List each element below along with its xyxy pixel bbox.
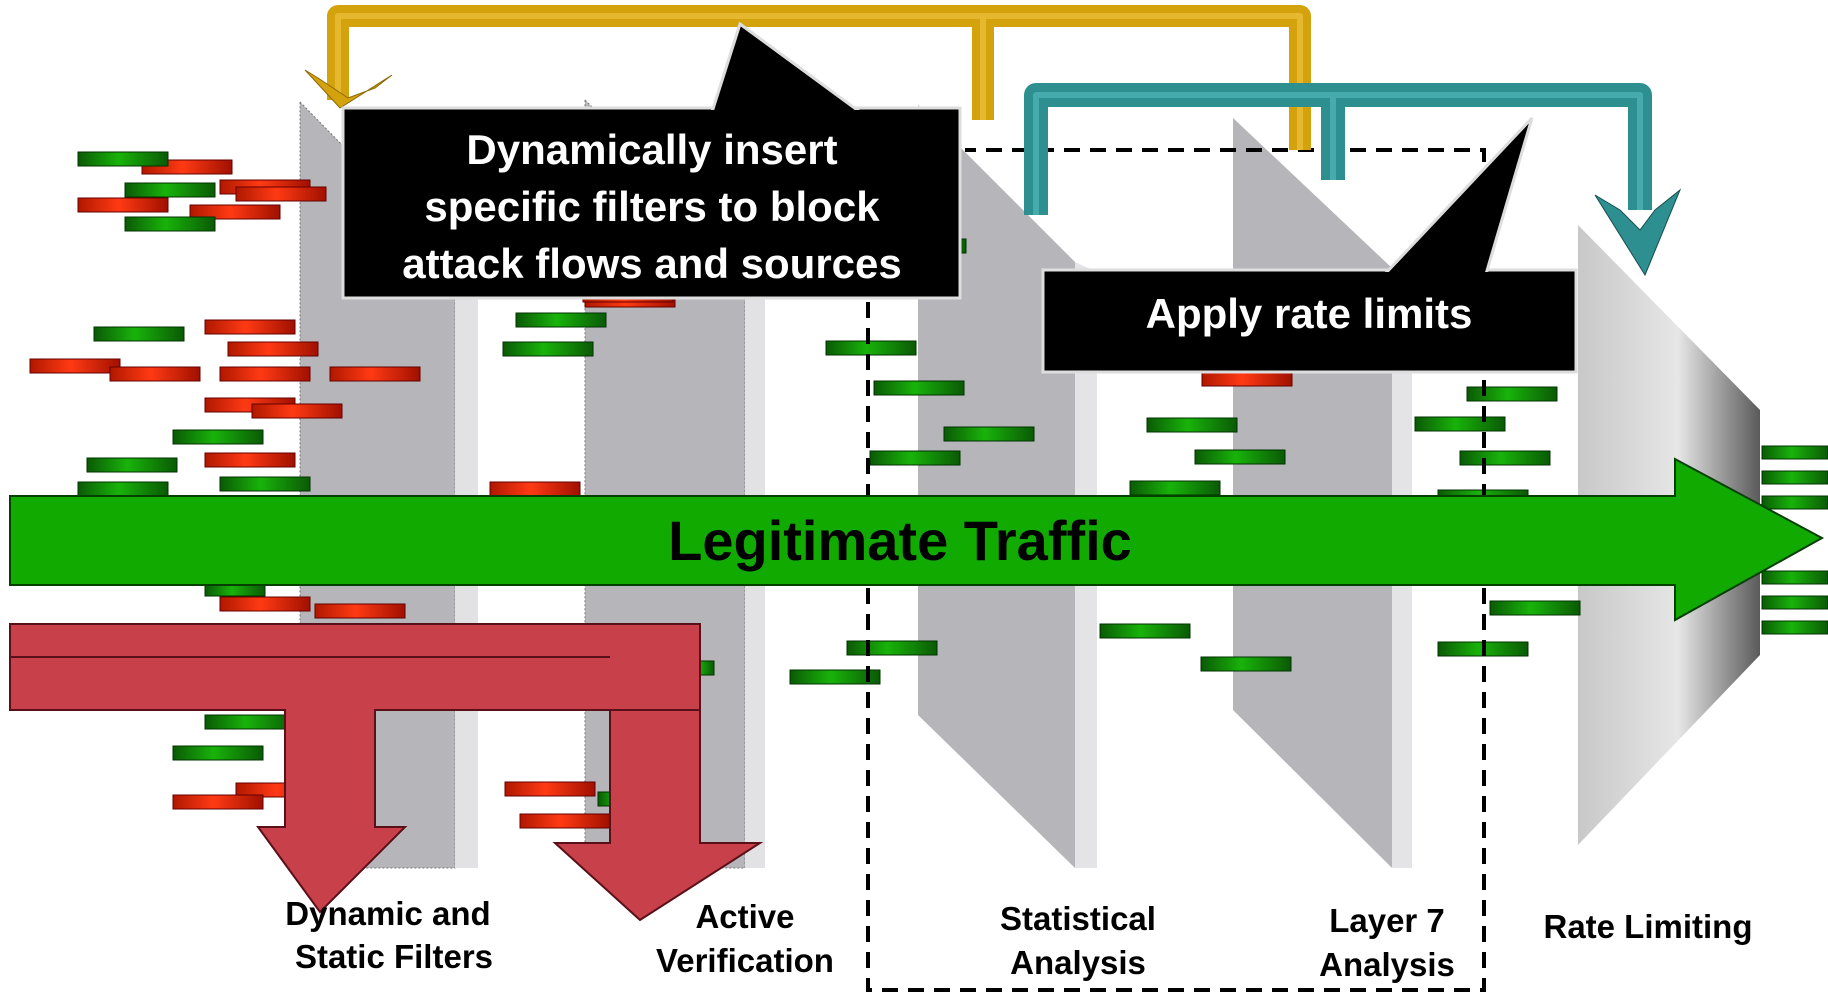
stage-dynamic-filters-line1: Dynamic and xyxy=(285,895,490,932)
panel-layer7 xyxy=(1233,118,1392,868)
stage-labels: Dynamic and Static Filters Active Verifi… xyxy=(285,895,1752,983)
legit-packet xyxy=(1761,445,1828,460)
attack-packet xyxy=(109,366,201,382)
attack-packet xyxy=(189,204,281,220)
legit-packet xyxy=(1129,480,1221,496)
filters-callout: Dynamically insert specific filters to b… xyxy=(341,21,962,300)
legit-packet xyxy=(1761,595,1828,610)
attack-packet xyxy=(172,794,264,810)
stage-statistical-line1: Statistical xyxy=(1000,900,1156,937)
legit-packet xyxy=(1194,449,1286,465)
legit-packet xyxy=(789,669,881,685)
legit-packet xyxy=(869,450,961,466)
legit-packet xyxy=(204,714,296,730)
attack-packet xyxy=(519,813,611,829)
stage-active-verification-line2: Verification xyxy=(656,942,834,979)
rate-callout: Apply rate limits xyxy=(1041,116,1578,374)
rate-callout-text: Apply rate limits xyxy=(1146,290,1473,337)
attack-packet xyxy=(77,197,169,213)
attack-packet xyxy=(235,186,327,202)
attack-packet xyxy=(504,781,596,797)
gold-arrow-head xyxy=(304,69,393,109)
legit-packet xyxy=(124,216,216,232)
legit-packet xyxy=(1761,495,1828,510)
legit-packet xyxy=(873,380,965,396)
legit-packet xyxy=(502,341,594,357)
legitimate-traffic-arrow: Legitimate Traffic xyxy=(9,457,1825,622)
legit-packet xyxy=(1761,570,1828,585)
stage-dynamic-filters-line2: Static Filters xyxy=(295,938,493,975)
traffic-packets xyxy=(29,151,1828,829)
attack-packet xyxy=(227,341,319,357)
legit-packet xyxy=(93,326,185,342)
legit-packet xyxy=(124,182,216,198)
attack-packet xyxy=(29,358,121,374)
teal-arrow-head xyxy=(1594,188,1682,277)
legit-packet xyxy=(1459,450,1551,466)
legit-packet xyxy=(515,312,607,328)
legit-packet xyxy=(172,429,264,445)
drop-arrow-verification xyxy=(552,709,764,922)
legit-packet xyxy=(1146,417,1238,433)
attack-packet xyxy=(219,366,311,382)
legitimate-traffic-label: Legitimate Traffic xyxy=(668,509,1132,572)
legit-packet xyxy=(172,745,264,761)
legit-packet xyxy=(1466,386,1558,402)
stage-layer7-line1: Layer 7 xyxy=(1329,902,1445,939)
filters-callout-line3: attack flows and sources xyxy=(402,240,902,287)
legit-packet xyxy=(943,426,1035,442)
legit-packet xyxy=(86,457,178,473)
attack-packet xyxy=(251,403,343,419)
legit-packet xyxy=(825,340,917,356)
legit-packet xyxy=(1414,416,1506,432)
legit-packet xyxy=(1761,470,1828,485)
filters-callout-line1: Dynamically insert xyxy=(466,126,837,173)
stage-rate-limiting: Rate Limiting xyxy=(1543,908,1752,945)
legit-packet xyxy=(219,476,311,492)
legit-packet xyxy=(1489,600,1581,616)
attack-packet xyxy=(204,319,296,335)
attack-packet xyxy=(489,481,581,497)
attack-packet xyxy=(204,452,296,468)
stage-statistical-line2: Analysis xyxy=(1010,944,1146,981)
filters-callout-line2: specific filters to block xyxy=(424,183,880,230)
stage-active-verification-line1: Active xyxy=(695,898,794,935)
legit-packet xyxy=(77,481,169,497)
attack-packet xyxy=(329,366,421,382)
legit-packet xyxy=(1099,623,1191,639)
stage-layer7-line2: Analysis xyxy=(1319,946,1455,983)
legit-packet xyxy=(846,640,938,656)
legit-packet xyxy=(1200,656,1292,672)
legit-packet xyxy=(77,151,169,167)
legit-packet xyxy=(1761,620,1828,635)
drop-arrow-filters xyxy=(9,623,701,914)
red-drop-arrows xyxy=(9,623,764,922)
attack-packet xyxy=(314,603,406,619)
attack-packet xyxy=(1201,371,1293,387)
teal-feedback-arrow xyxy=(1024,83,1682,277)
attack-packet xyxy=(219,596,311,612)
